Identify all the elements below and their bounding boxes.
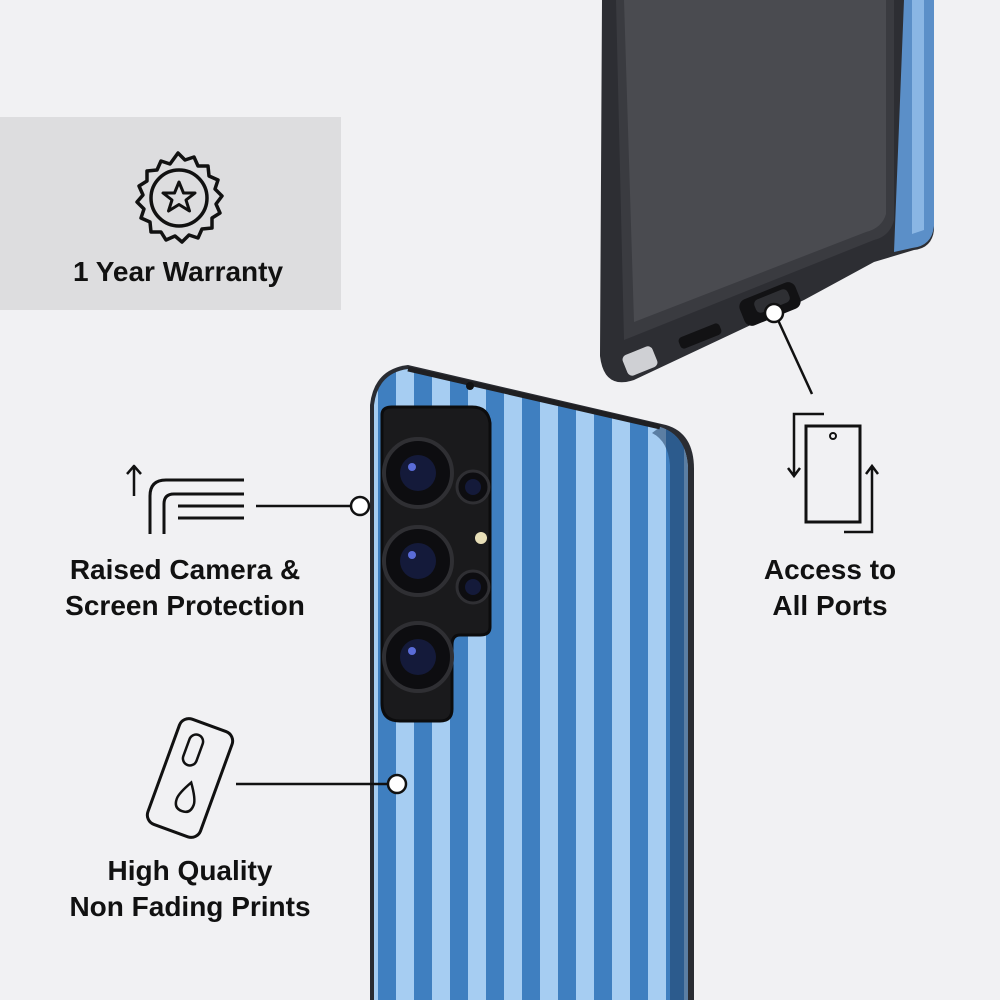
ports-label-line1: Access to bbox=[763, 554, 897, 585]
camera-label-line2: Screen Protection bbox=[65, 590, 305, 621]
raised-edge-icon bbox=[126, 464, 244, 534]
camera-protection-label: Raised Camera & Screen Protection bbox=[40, 552, 330, 624]
camera-flash bbox=[475, 532, 487, 544]
ports-label-line2: All Ports bbox=[772, 590, 888, 621]
prints-label: High Quality Non Fading Prints bbox=[40, 853, 340, 925]
camera-lens bbox=[382, 621, 454, 693]
warranty-panel: 1 Year Warranty bbox=[0, 117, 341, 310]
phone-case-back bbox=[370, 365, 694, 1000]
badge-star-icon bbox=[135, 151, 224, 244]
phone-rotate-icon bbox=[787, 412, 879, 534]
phone-case-bottom-view bbox=[600, 0, 934, 383]
prints-label-line2: Non Fading Prints bbox=[69, 891, 311, 922]
camera-lens bbox=[455, 469, 491, 505]
camera-lens bbox=[455, 569, 491, 605]
camera-lens bbox=[382, 437, 454, 509]
camera-label-line1: Raised Camera & bbox=[69, 554, 301, 585]
ports-label: Access to All Ports bbox=[730, 552, 930, 624]
prints-label-line1: High Quality bbox=[107, 855, 273, 886]
camera-lens bbox=[382, 525, 454, 597]
warranty-label: 1 Year Warranty bbox=[72, 256, 284, 287]
phone-drop-icon bbox=[145, 717, 235, 839]
